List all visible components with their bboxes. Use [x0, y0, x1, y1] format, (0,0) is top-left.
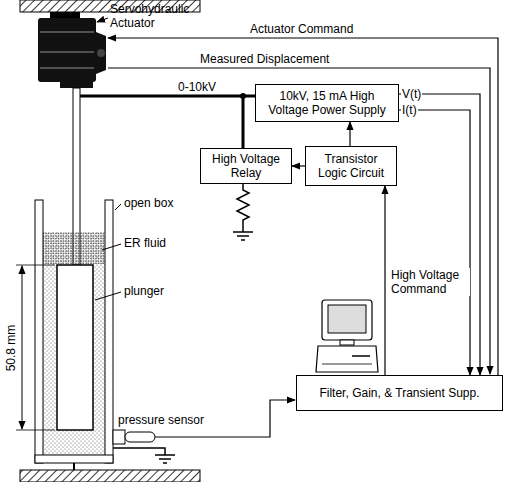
- drawing-stroke: [352, 355, 370, 357]
- drawing-stroke: [233, 231, 253, 233]
- drawing-stroke: [35, 200, 43, 463]
- drawing-stroke: [22, 266, 23, 429]
- signal-connector: [384, 186, 385, 375]
- box-text: High Voltage Relay: [205, 152, 287, 180]
- drawing-stroke: [16, 430, 55, 431]
- drawing-stroke: [108, 38, 498, 375]
- drawing-stroke: [97, 18, 108, 22]
- resistor-symbol: [233, 178, 253, 240]
- logic-circuit-box: Transistor Logic Circuit: [305, 146, 397, 186]
- part-label: Servohydraulic Actuator: [110, 2, 200, 30]
- signal-name: Actuator Command: [250, 22, 353, 36]
- drawing-stroke: [125, 432, 155, 442]
- drawing-stroke: [50, 12, 80, 18]
- edge-label: I(t): [401, 103, 418, 117]
- drawing-stroke: [115, 204, 121, 210]
- drawing-stroke: [80, 95, 243, 98]
- signal-connector: [292, 165, 305, 166]
- drawing-stroke: [38, 18, 96, 82]
- drawing-stroke: [102, 244, 121, 250]
- part-label: plunger: [124, 284, 164, 298]
- drawing-stroke: [43, 232, 105, 264]
- drawing-stroke: [105, 200, 113, 463]
- drawing-stroke: [241, 239, 245, 241]
- base-fixture: [20, 463, 200, 482]
- drawing-stroke: [328, 305, 366, 333]
- pressure-sensor: [113, 400, 295, 444]
- drawing-stroke: [96, 32, 106, 74]
- signal-connector: [399, 110, 470, 375]
- edge-label: High Voltage Command: [390, 268, 470, 296]
- ground-symbol: [113, 448, 175, 463]
- drawing-stroke: [159, 458, 171, 460]
- box-text: Transistor Logic Circuit: [310, 152, 392, 180]
- servohydraulic-actuator: [38, 12, 106, 88]
- drawing-stroke: [113, 448, 165, 455]
- drawing-stroke: [35, 455, 113, 463]
- drawing-stroke: [322, 364, 372, 365]
- relay-box: High Voltage Relay: [200, 148, 292, 184]
- power-supply-box: 10kV, 15 mA High Voltage Power Supply: [255, 84, 399, 122]
- pc-icon: [316, 300, 378, 372]
- drawing-stroke: [108, 68, 490, 374]
- signal-name: 0-10kV: [178, 80, 216, 94]
- drawing-stroke: [237, 235, 249, 237]
- part-label: open box: [124, 196, 173, 210]
- dimension-label: 50.8 mm: [4, 325, 18, 372]
- drawing-stroke: [97, 49, 105, 57]
- part-label: ER fluid: [124, 236, 166, 250]
- drawing-stroke: [20, 470, 200, 482]
- signal-wire: [108, 38, 498, 375]
- drawing-stroke: [60, 82, 93, 88]
- box-text: Filter, Gain, & Transient Supp.: [319, 386, 479, 400]
- box-text: 10kV, 15 mA High Voltage Power Supply: [260, 89, 394, 117]
- leader-line: [95, 18, 121, 300]
- high-voltage-wire: [80, 93, 246, 99]
- edge-label: V(t): [401, 87, 422, 101]
- drawing-stroke: [16, 265, 55, 266]
- signal-connector: [243, 96, 255, 148]
- drawing-stroke: [155, 454, 175, 456]
- drawing-stroke: [40, 67, 94, 69]
- dimension-line: [16, 265, 55, 430]
- drawing-stroke: [95, 292, 121, 300]
- drawing-stroke: [340, 340, 354, 345]
- signal-connector: [349, 122, 350, 146]
- drawing-stroke: [322, 300, 372, 340]
- filter-box: Filter, Gain, & Transient Supp.: [296, 375, 503, 411]
- drawing-stroke: [40, 51, 94, 53]
- plunger: [57, 265, 93, 430]
- signal-name: Measured Displacement: [200, 52, 329, 66]
- drawing-stroke: [237, 178, 249, 232]
- open-box: [35, 200, 113, 463]
- drawing-stroke: [316, 346, 378, 372]
- drawing-stroke: [113, 430, 125, 444]
- part-label: pressure sensor: [118, 413, 204, 427]
- signal-connector: [399, 94, 480, 375]
- drawing-stroke: [43, 232, 105, 455]
- drawing-stroke: [40, 31, 94, 33]
- drawing-stroke: [73, 463, 75, 470]
- drawing-stroke: [163, 462, 167, 464]
